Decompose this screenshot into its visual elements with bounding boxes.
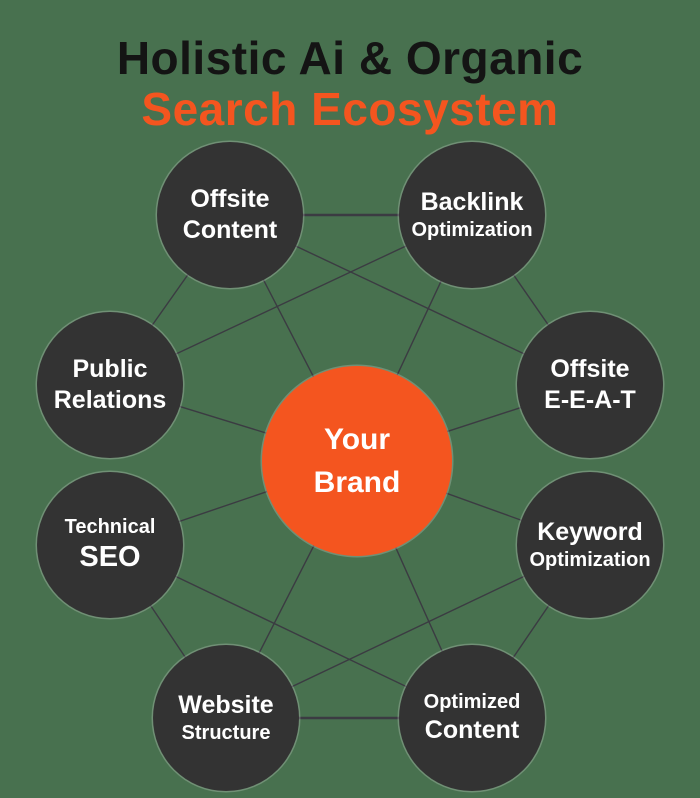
node-offsite-content-label: Content	[182, 216, 278, 244]
node-public-relations-label: Relations	[53, 386, 167, 414]
node-offsite-eeat-label: Offsite	[550, 354, 630, 383]
node-backlink-optimization-label: Backlink	[420, 187, 524, 216]
node-website-structure-label: Website	[178, 690, 274, 719]
node-public-relations-label: Public	[72, 354, 148, 383]
node-backlink-optimization-label: Optimization	[411, 219, 533, 242]
node-keyword-optimization-label: Optimization	[529, 549, 651, 572]
node-technical-seo-label: SEO	[79, 541, 141, 574]
node-website-structure-label: Structure	[181, 722, 271, 745]
node-optimized-content-label: Optimized	[423, 690, 521, 713]
node-technical-seo-label: Technical	[64, 516, 156, 539]
node-your-brand-label: Brand	[313, 466, 401, 499]
page-title: Holistic Ai & Organic Search Ecosystem	[0, 33, 700, 134]
title-line-1: Holistic Ai & Organic	[116, 32, 584, 85]
node-offsite-content-label: Offsite	[190, 184, 270, 213]
node-offsite-eeat-label: E-E-A-T	[544, 386, 636, 414]
title-line-2: Search Ecosystem	[141, 83, 559, 136]
node-your-brand-label: Your	[323, 422, 391, 456]
node-keyword-optimization-label: Keyword	[537, 517, 643, 546]
node-optimized-content-label: Content	[424, 715, 520, 744]
